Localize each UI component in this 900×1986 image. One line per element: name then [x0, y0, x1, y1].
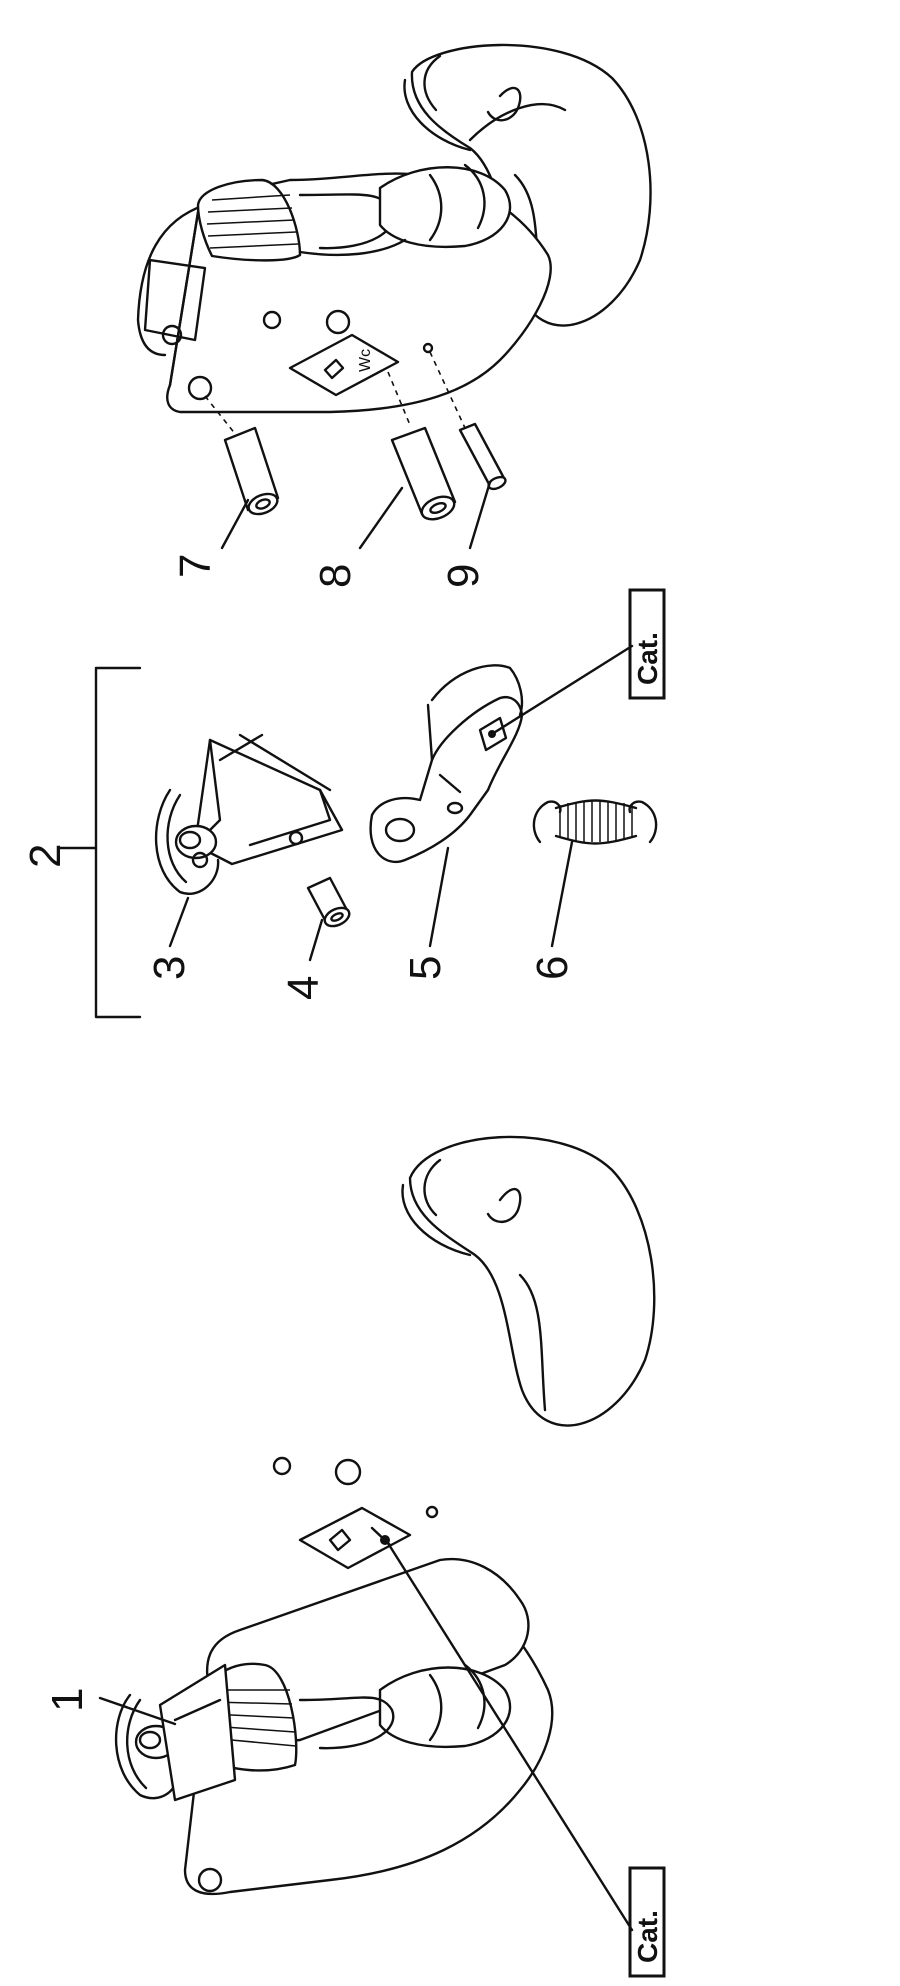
- cat-leader-top: [490, 644, 634, 736]
- callout-7: 7: [171, 554, 220, 578]
- leader-7: [220, 498, 250, 550]
- leader-4: [308, 918, 324, 962]
- cat-tag-bottom-text: Cat.: [632, 1910, 663, 1963]
- leader-6: [550, 840, 574, 948]
- callout-2: 2: [21, 844, 70, 868]
- part-3-latch: [154, 733, 344, 895]
- part-6-spring: [532, 799, 658, 845]
- callout-5: 5: [401, 956, 450, 980]
- leader-3: [168, 896, 190, 948]
- part-4-bushing: [306, 876, 351, 928]
- leader-1: [98, 1696, 177, 1726]
- leader-9: [468, 480, 492, 550]
- callout-9: 9: [439, 564, 488, 588]
- leader-8: [358, 486, 404, 550]
- part-5-lever: [369, 664, 524, 863]
- cat-tag-top: Cat.: [628, 588, 666, 700]
- hook-body-bottom: [114, 1135, 656, 1896]
- part-8-bushing: [390, 426, 457, 521]
- kit-bracket: [58, 666, 142, 1019]
- decal-text-top: Wc: [357, 349, 374, 372]
- leader-5: [428, 846, 450, 948]
- callout-4: 4: [279, 976, 328, 1000]
- callout-3: 3: [145, 956, 194, 980]
- cat-tag-bottom: Cat.: [628, 1866, 666, 1978]
- callout-1: 1: [43, 1688, 92, 1712]
- part-9-roll-pin: [458, 422, 507, 491]
- cat-leader-bottom: [384, 1538, 634, 1932]
- hook-body-top: Wc: [136, 43, 652, 441]
- callout-8: 8: [311, 564, 360, 588]
- cat-tag-top-text: Cat.: [632, 632, 663, 685]
- callout-6: 6: [528, 956, 577, 980]
- part-7-bushing: [223, 426, 280, 516]
